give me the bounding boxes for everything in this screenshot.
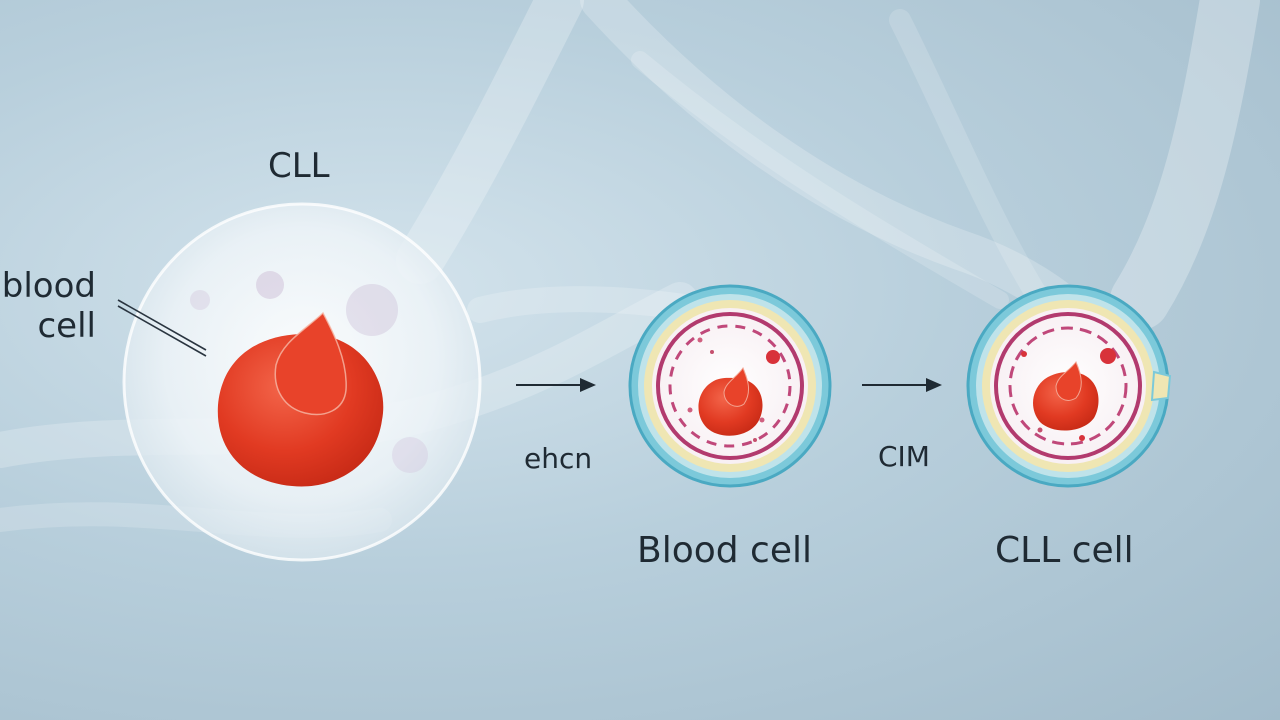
cll-large-cell [122, 202, 482, 562]
blood-cell-diagram [628, 284, 832, 488]
arrow-1 [516, 378, 596, 392]
blood-cell-caption: Blood cell [637, 530, 812, 571]
arrow-2-label: CIM [878, 440, 930, 473]
blood-cell-label: blood cell [2, 266, 96, 346]
large-nucleus [217, 311, 384, 487]
arrow-2 [862, 378, 942, 392]
arrow-1-label: ehcn [524, 442, 593, 475]
blood-cell-label-line1: blood [1, 266, 96, 306]
diagram-title: CLL [268, 146, 330, 186]
cll-cell-caption: CLL cell [995, 530, 1134, 571]
blood-cell-label-line2: cell [37, 306, 96, 346]
cll-cell-diagram [966, 284, 1172, 488]
pointer-line [117, 299, 207, 357]
